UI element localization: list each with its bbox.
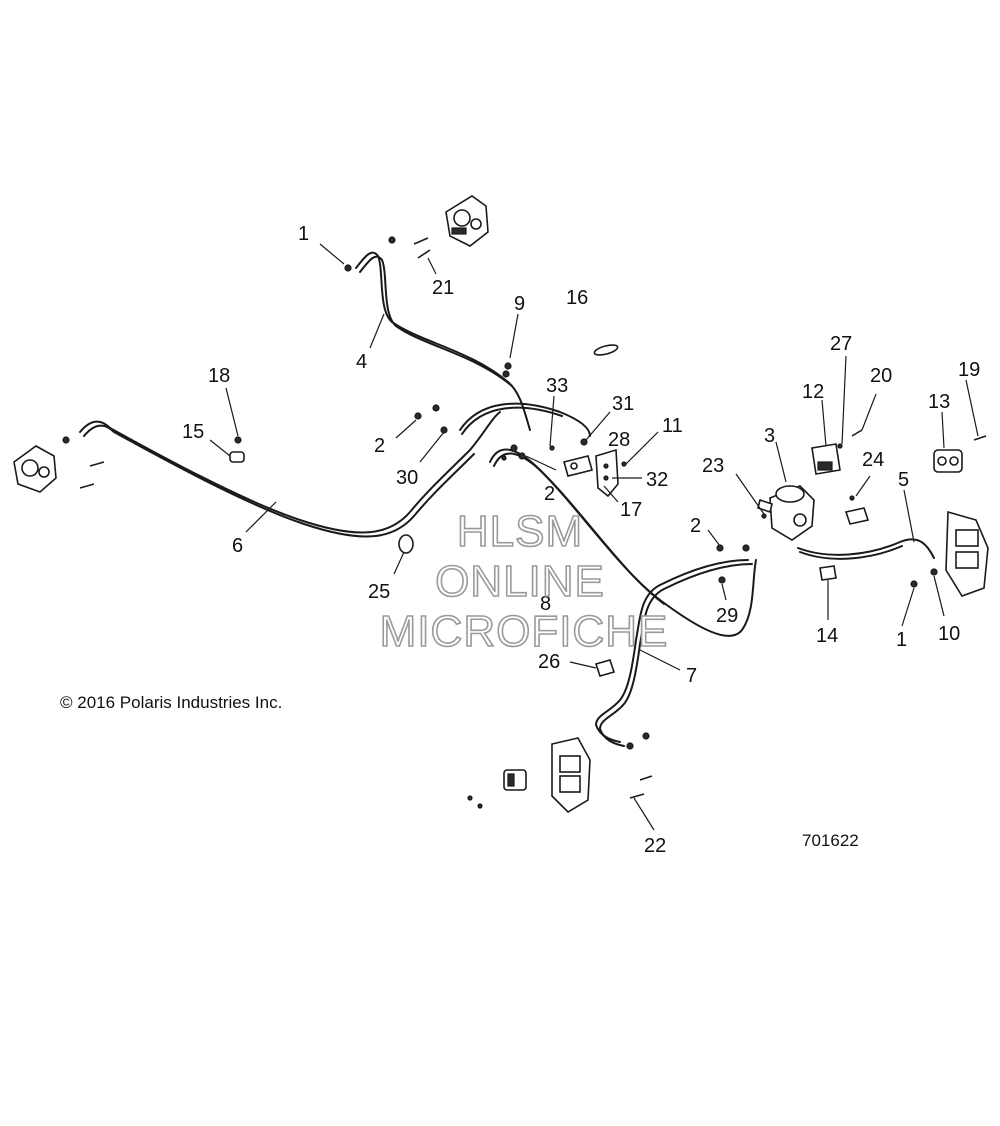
watermark-line-2: ONLINE	[435, 557, 605, 606]
brake-line-5	[797, 538, 935, 559]
watermark-line-1: HLSM	[457, 507, 583, 556]
brake-line-center-loop-b	[461, 406, 563, 435]
callout-31: 31	[612, 393, 634, 415]
brake-pad-lower	[503, 769, 527, 791]
diagram-number: 701622	[802, 831, 859, 850]
callout-1-top: 1	[298, 223, 309, 245]
o-ring-16	[593, 344, 619, 356]
watermark: HLSM ONLINE MICROFICHE	[379, 506, 669, 657]
callout-13: 13	[928, 391, 950, 413]
brake-line-7	[595, 559, 749, 743]
callout-28: 28	[608, 429, 630, 451]
brake-line-6	[79, 411, 501, 534]
callout-2-right: 2	[690, 515, 701, 537]
callout-17: 17	[620, 499, 642, 521]
callout-11: 11	[662, 415, 683, 437]
bracket-14	[819, 565, 837, 581]
fittings	[62, 236, 987, 809]
callout-26: 26	[538, 651, 560, 673]
callout-10: 10	[938, 623, 960, 645]
callout-6: 6	[232, 535, 243, 557]
callout-7: 7	[686, 665, 697, 687]
front-right-caliper	[445, 195, 489, 247]
brake-line-5b	[799, 545, 903, 560]
watermark-line-3: MICROFICHE	[380, 607, 669, 656]
callout-27: 27	[830, 333, 852, 355]
bracket-24	[844, 507, 870, 525]
brake-line-8b	[493, 452, 665, 605]
callout-21: 21	[432, 277, 454, 299]
callout-9: 9	[514, 293, 525, 315]
callout-14: 14	[816, 625, 838, 647]
callout-8: 8	[540, 593, 551, 615]
callout-2-center: 2	[544, 483, 555, 505]
callout-labels: 1 21 4 9 16 18 15 6 2 30 33 31 28 11 32 …	[182, 223, 980, 857]
proportioning-valve	[563, 455, 593, 477]
grommet-25	[398, 534, 414, 554]
callout-30: 30	[396, 467, 418, 489]
callout-24: 24	[862, 449, 884, 471]
mount-bracket-17	[595, 448, 619, 498]
front-left-caliper	[13, 445, 57, 493]
bracket-12	[811, 443, 841, 475]
callout-25: 25	[368, 581, 390, 603]
callout-33: 33	[546, 375, 568, 397]
callout-15: 15	[182, 421, 204, 443]
master-cylinder	[757, 485, 815, 541]
callout-29: 29	[716, 605, 738, 627]
rear-right-caliper	[945, 510, 989, 597]
switch-15	[229, 451, 245, 463]
callout-4: 4	[356, 351, 367, 373]
callout-23: 23	[702, 455, 724, 477]
clip-13	[933, 449, 963, 473]
callout-22: 22	[644, 835, 666, 857]
rear-left-caliper	[551, 737, 591, 814]
callout-18: 18	[208, 365, 230, 387]
callout-2-left: 2	[374, 435, 385, 457]
callout-20: 20	[870, 365, 892, 387]
callout-16: 16	[566, 287, 588, 309]
callout-3: 3	[764, 425, 775, 447]
copyright-text: © 2016 Polaris Industries Inc.	[60, 693, 282, 712]
brake-line-7b	[599, 563, 753, 747]
brake-line-center-loop	[459, 402, 591, 437]
brake-line-6b	[83, 424, 475, 538]
callout-12: 12	[802, 381, 824, 403]
callout-19: 19	[958, 359, 980, 381]
callout-32: 32	[646, 469, 668, 491]
leader-lines	[209, 243, 979, 831]
brake-line-4b	[359, 255, 513, 387]
callout-5: 5	[898, 469, 909, 491]
clip-26	[594, 659, 616, 677]
callout-1-right: 1	[896, 629, 907, 651]
